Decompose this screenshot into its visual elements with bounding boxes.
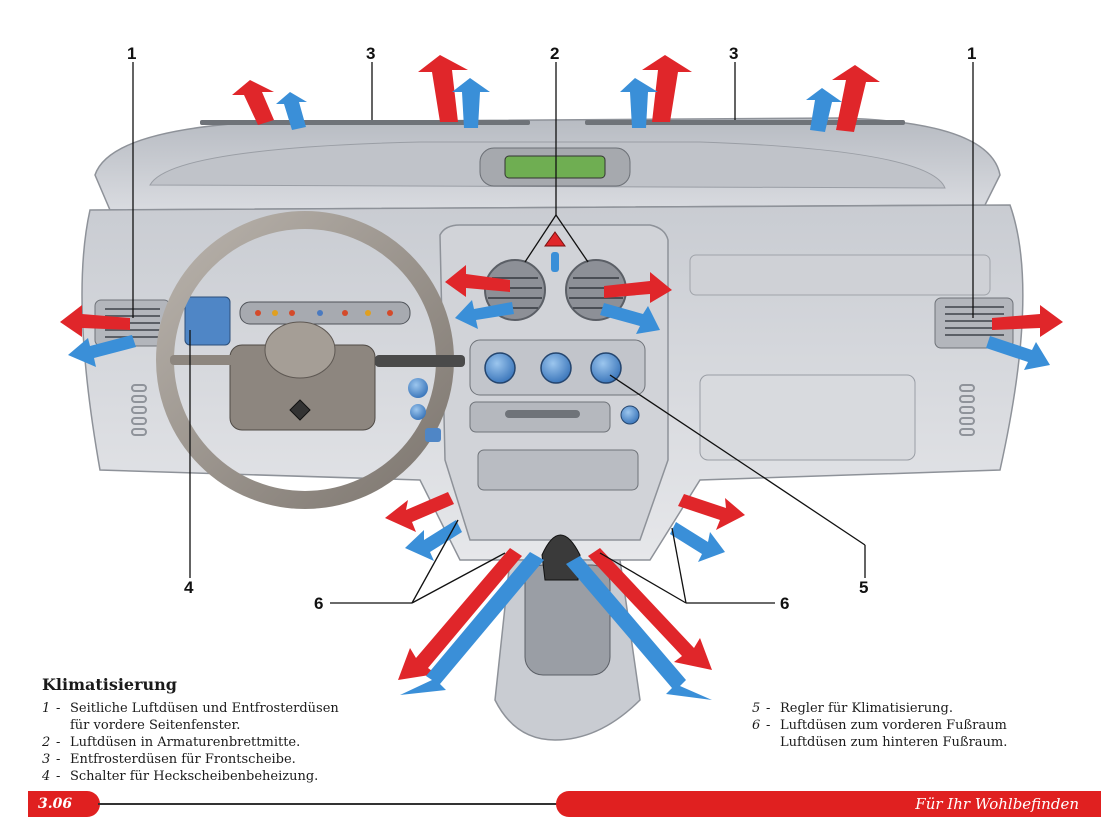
page-number: 3.06 [28,791,100,817]
legend-item-6-cont: Luftdüsen zum hinteren Fußraum. [780,735,1008,750]
callout-2: 2 [550,44,560,63]
callout-6-left: 6 [314,594,324,613]
center-air-arrows [445,265,672,334]
hazard-button [544,231,566,247]
storage-tray [477,449,639,491]
footwell-air-arrows [385,492,745,700]
callout-4: 4 [184,578,194,597]
climate-knob-center [540,352,572,384]
small-knob [620,405,640,425]
legend-item-6: 6- Luftdüsen zum vorderen Fußraum [752,718,1007,733]
legend-item-4: 4- Schalter für Heckscheibenbeheizung. [42,769,319,784]
brand-logo [289,399,311,421]
legend-title: Klimatisierung [42,675,177,694]
rear-defrost-switches [184,296,231,346]
stalk-button-3 [425,428,441,442]
glovebox [699,374,916,461]
callout-6-right: 6 [780,594,790,613]
legend-item-1-cont: für vordere Seitenfenster. [70,718,241,733]
leader-lines [132,62,974,604]
defroster-vent-left [200,120,530,125]
wheel-spoke-right [375,355,465,367]
callout-3-left: 3 [366,44,376,63]
footer-rule [98,803,560,805]
upper-shelf [689,254,991,296]
legend-item-1: 1- Seitliche Luftdüsen und Entfrosterdüs… [42,701,339,716]
section-title: Für Ihr Wohlbefinden [556,791,1101,817]
top-air-arrows [232,55,880,132]
side-air-arrows [60,305,1063,370]
warning-lights-strip [239,301,411,325]
climate-knob-left [484,352,516,384]
callout-5: 5 [859,578,869,597]
climate-knob-right [590,352,622,384]
legend-item-3: 3- Entfrosterdüsen für Frontscheibe. [42,752,296,767]
stalk-button-2 [410,404,426,420]
stalk-button-1 [408,378,428,398]
wheel-spoke-left [170,355,235,365]
display-screen [504,155,606,179]
legend-item-2: 2- Luftdüsen in Armaturenbrettmitte. [42,735,301,750]
horn-pad [264,321,336,379]
callout-1-left: 1 [127,44,137,63]
center-button [551,252,559,272]
legend-left: 1- Seitliche Luftdüsen und Entfrosterdüs… [42,700,339,785]
legend-right: 5- Regler für Klimatisierung. 6- Luftdüs… [752,700,1007,751]
callout-3-right: 3 [729,44,739,63]
legend-item-5: 5- Regler für Klimatisierung. [752,701,953,716]
callout-1-right: 1 [967,44,977,63]
